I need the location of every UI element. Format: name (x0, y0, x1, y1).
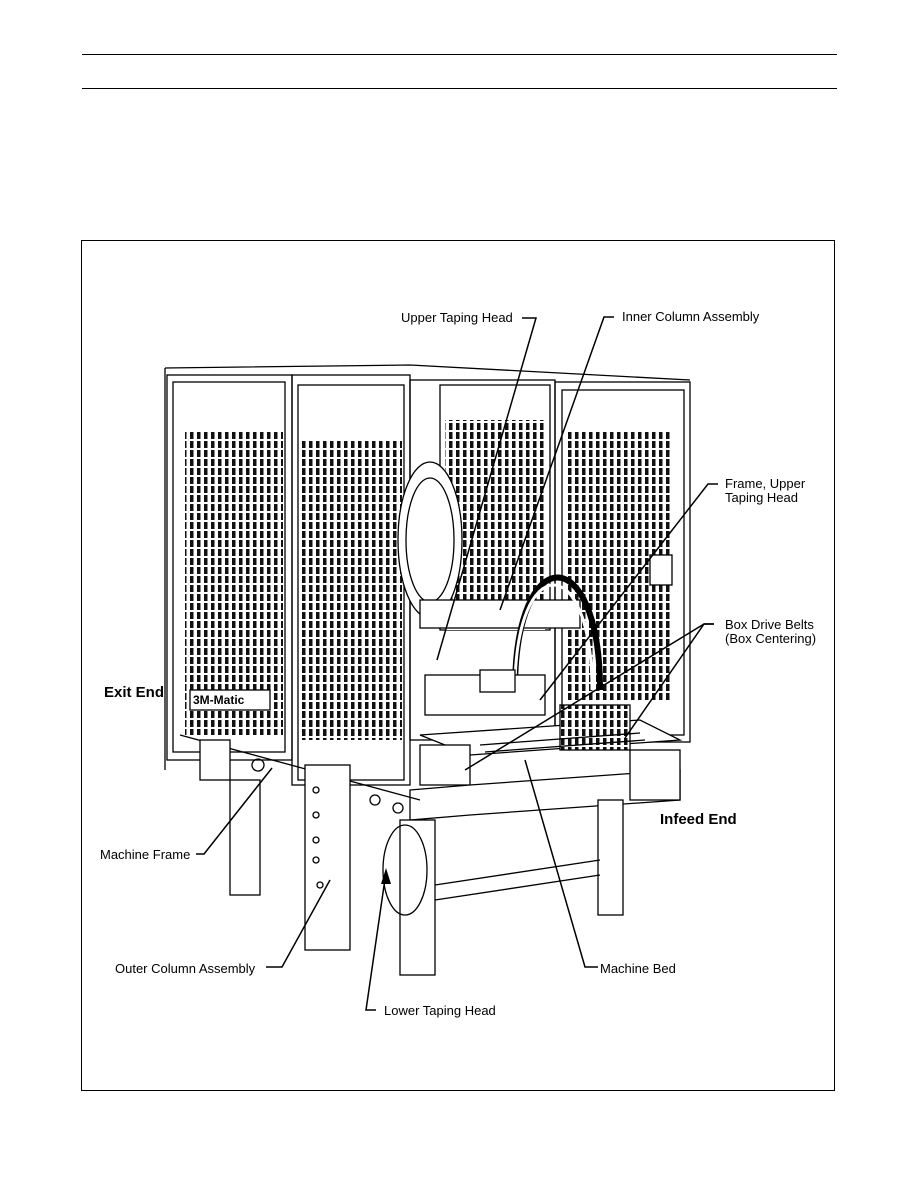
label-lower-taping-head: Lower Taping Head (384, 1003, 496, 1018)
label-outer-column-assembly: Outer Column Assembly (115, 961, 256, 976)
brand-plate-label: 3M-Matic (193, 693, 245, 707)
label-machine-frame: Machine Frame (100, 847, 191, 862)
label-exit-end: Exit End (104, 684, 165, 701)
label-infeed-end: Infeed End (660, 811, 737, 828)
label-box-drive-belts-line2: (Box Centering) (725, 631, 817, 646)
label-inner-column-assembly: Inner Column Assembly (622, 309, 760, 324)
label-frame-upper-line1: Frame, Upper (725, 476, 806, 491)
figure-frame (81, 240, 835, 1091)
header-rule-top (82, 54, 837, 55)
label-box-drive-belts-line1: Box Drive Belts (725, 617, 814, 632)
header-rule-bottom (82, 88, 837, 89)
label-upper-taping-head: Upper Taping Head (401, 310, 513, 325)
label-machine-bed: Machine Bed (600, 961, 676, 976)
label-frame-upper-line2: Taping Head (725, 490, 798, 505)
